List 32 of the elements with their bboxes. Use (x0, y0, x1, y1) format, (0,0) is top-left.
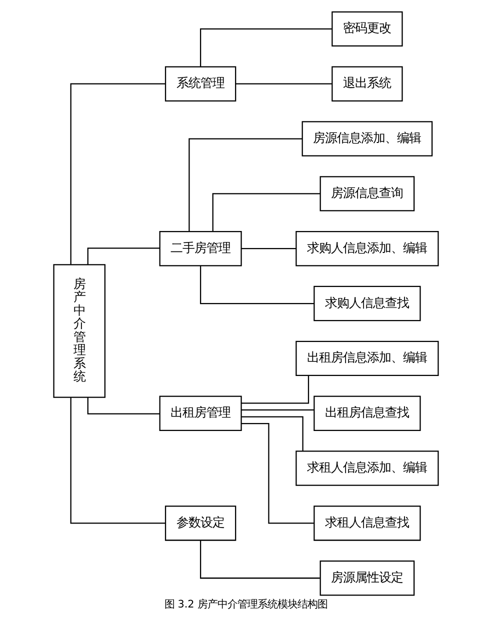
connector (70, 397, 165, 524)
connector (212, 193, 320, 232)
node-box: 房源属性设定 (319, 560, 414, 596)
connector (235, 83, 332, 84)
node-box: 求租人信息添加、编辑 (295, 450, 438, 486)
node-box: 求购人信息查找 (313, 286, 420, 322)
node-box: 二手房管理 (158, 231, 242, 266)
node-box: 房源信息查询 (319, 176, 414, 212)
node-box: 求租人信息查找 (313, 506, 420, 541)
node-box: 房产中介管理系统 (52, 264, 105, 398)
connector (240, 248, 296, 250)
node-box: 参数设定 (164, 506, 236, 541)
connector (240, 409, 314, 411)
connector (188, 138, 302, 232)
node-box: 房源信息添加、编辑 (301, 121, 432, 156)
connector (241, 416, 303, 452)
node-box: 出租房管理 (158, 396, 242, 431)
caption: 图 3.2 房产中介管理系统模块结构图 (164, 598, 328, 610)
node-box: 出租房信息查找 (313, 396, 420, 431)
connector (199, 540, 320, 579)
connector (70, 83, 165, 264)
node-box: 系统管理 (164, 66, 236, 102)
node-box: 密码更改 (331, 11, 402, 47)
connector (199, 266, 314, 304)
node-box: 退出系统 (331, 66, 402, 102)
node-box: 求购人信息添加、编辑 (295, 231, 438, 266)
node-box: 出租房信息添加、编辑 (295, 340, 438, 376)
connector (86, 397, 160, 414)
connector (86, 248, 160, 264)
connector (240, 423, 314, 524)
connector (199, 28, 332, 67)
connector (240, 376, 309, 404)
